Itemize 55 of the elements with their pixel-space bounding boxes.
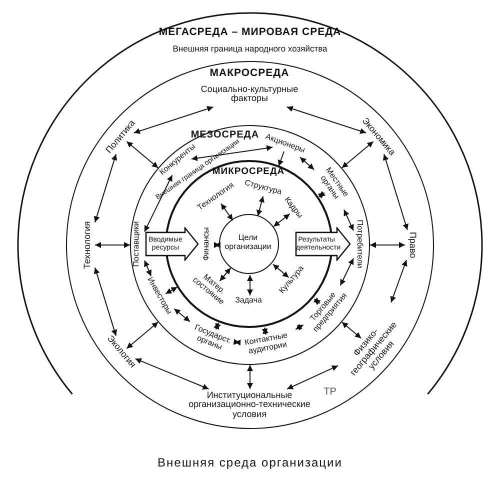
double-arrow xyxy=(247,364,253,390)
macro-factor-label: Технология xyxy=(82,220,92,268)
double-arrow xyxy=(300,156,315,170)
double-arrow xyxy=(144,174,173,232)
meso-factor-label: Контактные аудитории xyxy=(236,330,298,358)
handwritten-note: ТР xyxy=(324,386,336,398)
double-arrow xyxy=(341,322,362,339)
double-arrow xyxy=(233,338,241,346)
double-arrow xyxy=(262,327,269,336)
double-arrow xyxy=(94,154,118,223)
double-arrow xyxy=(134,358,210,390)
double-arrow xyxy=(382,154,408,230)
double-arrow xyxy=(165,286,178,294)
goal-circle xyxy=(218,214,278,274)
macro-factor-label: Социально-культурные факторы xyxy=(194,84,306,104)
double-arrow xyxy=(273,213,290,227)
internal-variable-label: Задача xyxy=(235,296,262,305)
macro-factor-label: Институциональные организационно-технические условия xyxy=(184,390,314,420)
zone-title: МИКРОСРЕДА xyxy=(212,166,285,177)
double-arrow xyxy=(318,190,326,199)
double-arrow xyxy=(341,141,374,168)
arrow xyxy=(278,151,284,167)
diagram-caption: Внешняя среда организации xyxy=(158,456,342,470)
double-arrow xyxy=(286,106,367,134)
zone-title: МАКРОСРЕДА xyxy=(210,68,290,80)
double-arrow xyxy=(174,308,190,322)
boundary-label: Внешняя граница народного хозяйства xyxy=(172,44,328,54)
double-arrow xyxy=(390,260,408,303)
double-arrow xyxy=(247,274,253,296)
double-arrow xyxy=(286,365,338,390)
double-arrow xyxy=(191,145,274,162)
double-arrow xyxy=(344,209,354,232)
double-arrow xyxy=(370,242,406,248)
circle-label: Цели организации xyxy=(224,234,272,252)
double-arrow xyxy=(126,322,159,349)
meso-factor-label: Потребители xyxy=(354,220,364,268)
zone-title: МЕГАСРЕДА – МИРОВАЯ СРЕДА xyxy=(158,27,342,39)
double-arrow xyxy=(220,203,234,221)
double-arrow xyxy=(213,322,221,330)
double-arrow xyxy=(94,267,118,336)
double-arrow xyxy=(144,260,152,277)
internal-variable-label: Финансы xyxy=(202,226,211,260)
double-arrow xyxy=(214,242,220,248)
double-arrow xyxy=(256,196,264,216)
macro-factor-label: Право xyxy=(406,231,416,258)
double-arrow xyxy=(295,324,304,331)
meso-factor-label: Поставщики xyxy=(132,221,142,267)
double-arrow xyxy=(313,297,321,306)
double-arrow xyxy=(94,242,130,248)
double-arrow xyxy=(219,268,232,282)
double-arrow xyxy=(340,258,354,286)
double-arrow xyxy=(133,106,214,134)
double-arrow xyxy=(272,264,290,278)
double-arrow xyxy=(126,141,159,168)
environment-ring xyxy=(66,61,434,429)
